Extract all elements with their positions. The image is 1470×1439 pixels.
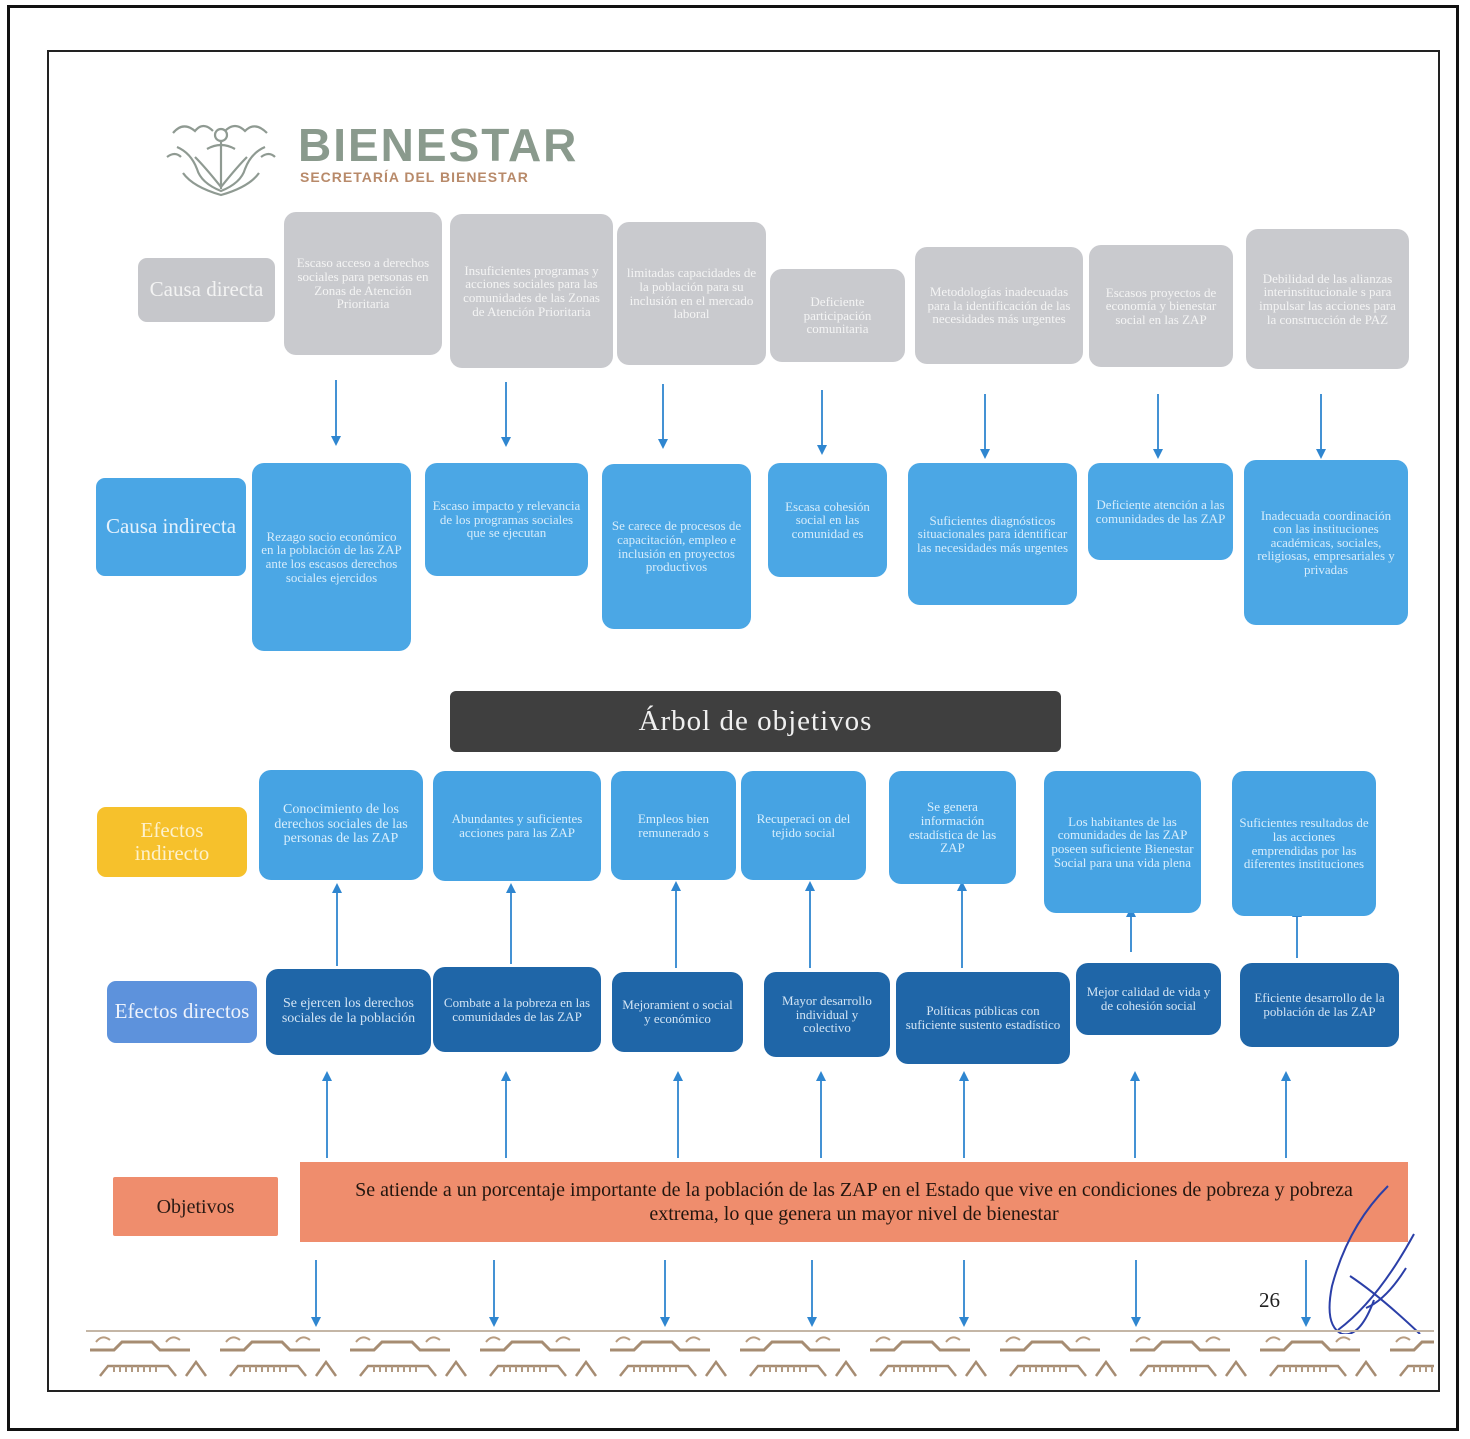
page-border — [7, 5, 1459, 1431]
causa-directa-3: limitadas capacidades de la población pa… — [617, 222, 766, 365]
causa-directa-7: Debilidad de las alianzas interinstituci… — [1246, 229, 1409, 369]
causa-indirecta-2: Escaso impacto y relevancia de los progr… — [425, 463, 588, 576]
efecto-indirecto-2: Abundantes y suficientes acciones para l… — [433, 771, 601, 881]
causa-indirecta-4: Escasa cohesión social en las comunidad … — [768, 463, 887, 577]
efecto-indirecto-5: Se genera información estadística de las… — [889, 771, 1016, 884]
causa-directa-4: Deficiente participación comunitaria — [770, 269, 905, 362]
efecto-indirecto-1: Conocimiento de los derechos sociales de… — [259, 770, 423, 880]
causa-indirecta-1: Rezago socio económico en la población d… — [252, 463, 411, 651]
brand-subtitle: SECRETARÍA DEL BIENESTAR — [300, 169, 529, 185]
page-number: 26 — [1259, 1288, 1280, 1312]
brand-name: BIENESTAR — [298, 119, 579, 171]
efecto-directo-6: Mejor calidad de vida y de cohesión soci… — [1076, 963, 1221, 1035]
causa-directa-6: Escasos proyectos de economía y bienesta… — [1089, 245, 1233, 367]
objective-statement: Se atiende a un porcentaje importante de… — [300, 1162, 1408, 1242]
label-objetivos: Objetivos — [113, 1177, 278, 1236]
efecto-directo-1: Se ejercen los derechos sociales de la p… — [266, 969, 431, 1055]
efecto-indirecto-4: Recuperaci on del tejido social — [741, 771, 866, 880]
decorative-border-band — [86, 1330, 1434, 1383]
efecto-directo-3: Mejoramient o social y económico — [612, 972, 743, 1052]
handwritten-signature — [1328, 1185, 1421, 1336]
eagle-emblem-icon — [166, 124, 276, 197]
causa-indirecta-7: Inadecuada coordinación con las instituc… — [1244, 460, 1408, 625]
efecto-directo-4: Mayor desarrollo individual y colectivo — [764, 972, 890, 1057]
causa-directa-5: Metodologías inadecuadas para la identif… — [915, 247, 1083, 364]
efecto-indirecto-7: Suficientes resultados de las acciones e… — [1232, 771, 1376, 916]
label-efectos-directos: Efectos directos — [107, 981, 257, 1043]
efecto-directo-5: Políticas públicas con suficiente susten… — [896, 972, 1070, 1064]
label-causa-directa: Causa directa — [138, 258, 275, 322]
causa-directa-1: Escaso acceso a derechos sociales para p… — [284, 212, 442, 355]
causa-indirecta-3: Se carece de procesos de capacitación, e… — [602, 464, 751, 629]
label-causa-indirecta: Causa indirecta — [96, 478, 246, 576]
efecto-directo-7: Eficiente desarrollo de la población de … — [1240, 963, 1399, 1047]
causa-indirecta-5: Suficientes diagnósticos situacionales p… — [908, 463, 1077, 605]
efecto-directo-2: Combate a la pobreza en las comunidades … — [433, 967, 601, 1052]
content-border — [47, 50, 1440, 1392]
efecto-indirecto-6: Los habitantes de las comunidades de las… — [1044, 771, 1201, 913]
efecto-indirecto-3: Empleos bien remunerado s — [611, 771, 736, 880]
label-efectos-indirecto: Efectos indirecto — [97, 807, 247, 877]
causa-directa-2: Insuficientes programas y acciones socia… — [450, 214, 613, 368]
causa-indirecta-6: Deficiente atención a las comunidades de… — [1088, 463, 1233, 560]
section-title: Árbol de objetivos — [450, 691, 1061, 752]
